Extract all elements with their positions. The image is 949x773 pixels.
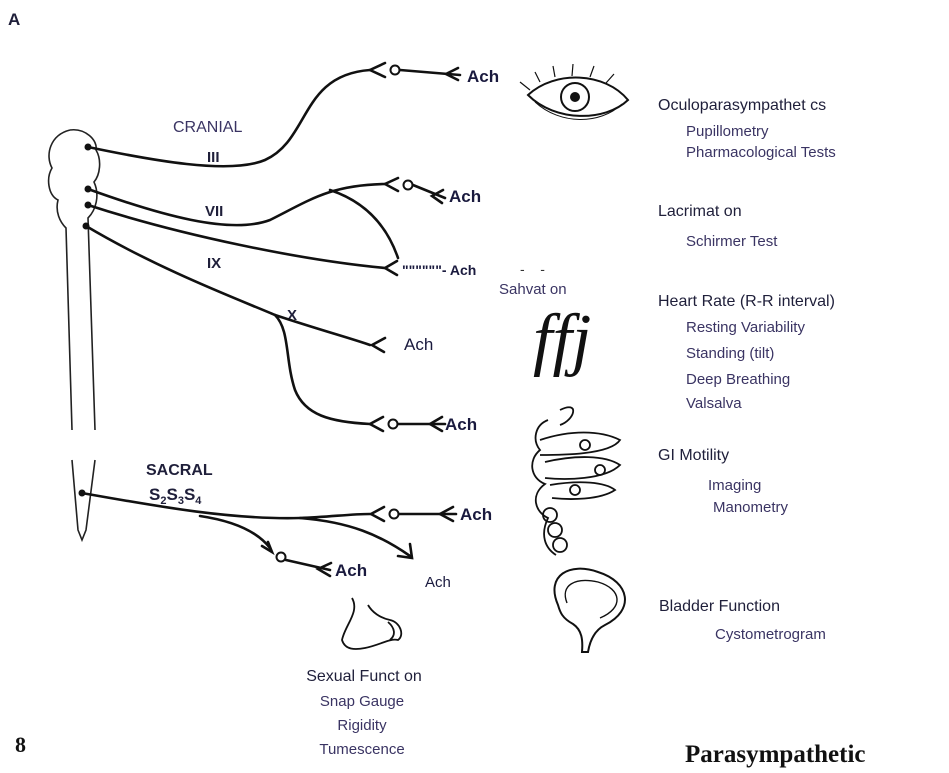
function-gi-motility: GI Motility Imaging Manometry — [658, 447, 789, 516]
nerve-vii-label: VII — [205, 203, 223, 220]
function-heart-rate: Heart Rate (R-R interval) Resting Variab… — [658, 293, 835, 412]
panel-letter: A — [8, 10, 20, 29]
function-heart-test-1: Resting Variability — [686, 319, 805, 336]
salivation-dashes: - - — [520, 261, 545, 277]
ach-label-eye: Ach — [467, 67, 499, 86]
sacral-segments: S2S3S4 — [149, 485, 202, 507]
intestine-illustration — [532, 407, 620, 555]
sacral-label: SACRAL — [146, 462, 213, 479]
function-sexual-test-3: Tumescence — [319, 741, 404, 758]
function-heart-test-4: Valsalva — [686, 395, 742, 412]
footer-title: Parasympathetic — [685, 741, 866, 768]
function-gi-test-1: Imaging — [708, 477, 761, 494]
nerve-ix-pathway — [88, 205, 397, 275]
ach-label-sacral-2: Ach — [335, 561, 367, 580]
function-gi-title: GI Motility — [658, 447, 729, 464]
nerve-iii-label: III — [207, 149, 220, 166]
function-sexual: Sexual Funct on Snap Gauge Rigidity Tume… — [306, 668, 422, 758]
ach-label-salivary: """"""- Ach — [402, 262, 476, 278]
salivation-label: Sahvat on — [499, 281, 567, 298]
cranial-label: CRANIAL — [173, 119, 242, 136]
ach-label-sacral-1: Ach — [460, 505, 492, 524]
function-ocular: Oculoparasympathet cs Pupillometry Pharm… — [658, 97, 836, 161]
function-ocular-test-2: Pharmacological Tests — [686, 144, 836, 161]
ach-label-lacrimal: Ach — [449, 187, 481, 206]
eye-illustration — [520, 64, 628, 120]
salivation-glyph: ffj — [533, 301, 591, 378]
nerve-iii-pathway — [88, 63, 460, 166]
page-number: 8 — [15, 732, 26, 757]
function-bladder-title: Bladder Function — [659, 598, 780, 615]
function-bladder: Bladder Function Cystometrogram — [659, 598, 826, 643]
function-heart-test-3: Deep Breathing — [686, 371, 790, 388]
sacral-pathway — [82, 493, 456, 576]
function-lacrimation: Lacrimat on Schirmer Test — [658, 203, 778, 250]
function-heart-title: Heart Rate (R-R interval) — [658, 293, 835, 310]
ach-label-sacral-3: Ach — [425, 574, 451, 591]
bladder-illustration — [554, 569, 625, 652]
function-heart-test-2: Standing (tilt) — [686, 345, 774, 362]
ach-label-heart: Ach — [404, 335, 433, 354]
function-ocular-test-1: Pupillometry — [686, 123, 769, 140]
nerve-vii-pathway — [88, 178, 445, 258]
nerve-x-pathway — [86, 226, 445, 431]
function-lacrimation-test-1: Schirmer Test — [686, 233, 778, 250]
function-lacrimation-title: Lacrimat on — [658, 203, 742, 220]
function-bladder-test-1: Cystometrogram — [715, 626, 826, 643]
function-sexual-test-1: Snap Gauge — [320, 693, 404, 710]
function-sexual-title: Sexual Funct on — [306, 668, 422, 685]
nerve-ix-label: IX — [207, 255, 221, 272]
function-ocular-title: Oculoparasympathet cs — [658, 97, 826, 114]
ach-label-gi: Ach — [445, 415, 477, 434]
sexual-organ-illustration — [342, 598, 401, 649]
function-gi-test-2: Manometry — [713, 499, 789, 516]
function-sexual-test-2: Rigidity — [337, 717, 387, 734]
